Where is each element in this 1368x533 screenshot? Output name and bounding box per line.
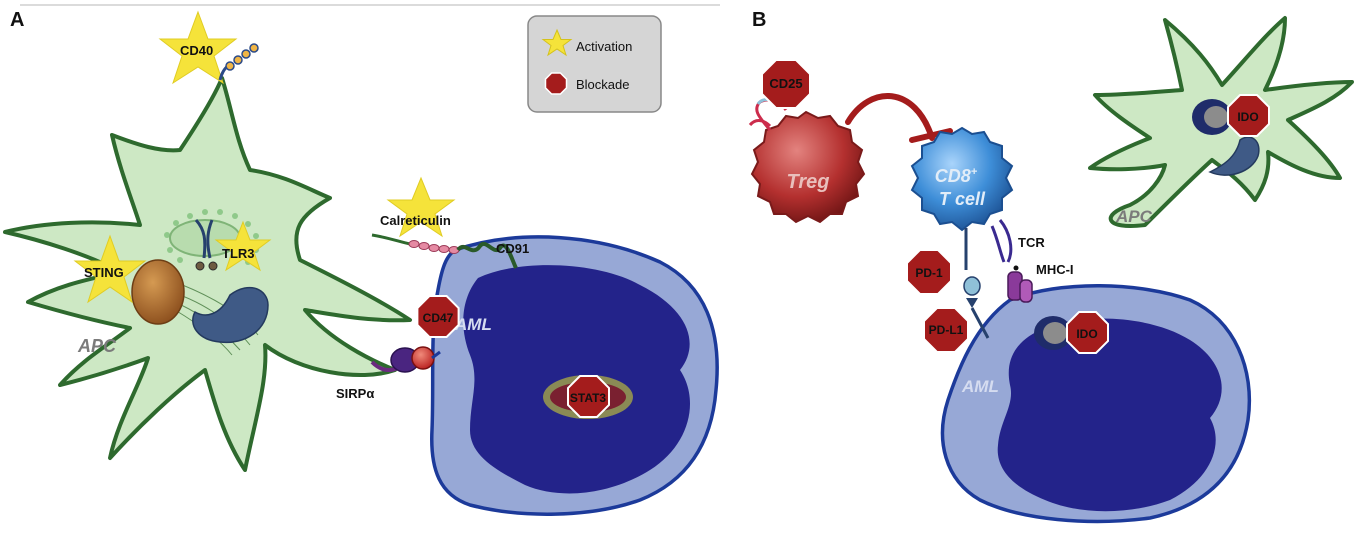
sting-label: STING: [84, 265, 124, 280]
aml-label-a: AML: [454, 315, 492, 334]
aml-nucleus-b: [997, 318, 1222, 512]
stat3-stop-icon: [567, 375, 610, 418]
cd8-label-line2: T cell: [939, 189, 986, 209]
aml-b-vesicle-core: [1043, 322, 1067, 344]
apc-cell-body-a: [3, 76, 412, 472]
legend-blockade-label: Blockade: [576, 77, 629, 92]
mhc-label: MHC-I: [1036, 262, 1074, 277]
suppression-arrow: [845, 93, 935, 141]
cd47-stalk: [431, 350, 441, 360]
calreticulin-label: Calreticulin: [380, 213, 451, 228]
panel-label-b: B: [752, 9, 766, 31]
tlr3-label: TLR3: [222, 246, 255, 261]
treg-cell: [750, 110, 866, 224]
tcr-receptor: [998, 219, 1013, 263]
cd8-tcell: [910, 126, 1014, 232]
ido-aml-label: IDO: [1076, 327, 1097, 341]
legend-box: [527, 15, 662, 113]
cd25-label: CD25: [769, 76, 802, 91]
cd40-label: CD40: [180, 43, 213, 58]
ido-aml-stop-icon: [1066, 311, 1109, 354]
apc-label-b: APC: [1115, 207, 1153, 226]
cd25-stop-icon: [761, 59, 811, 109]
cd91-receptor: [456, 242, 518, 269]
legend: Activation Blockade: [527, 15, 662, 113]
calreticulin-star-icon: [386, 176, 456, 238]
pdl1-label: PD-L1: [929, 323, 964, 337]
pdl1-stop-icon: [923, 307, 969, 353]
stat3-label: STAT3: [570, 391, 607, 405]
antigen-dot: [1013, 265, 1019, 271]
aml-label-b: AML: [961, 377, 999, 396]
tcr-label: TCR: [1018, 235, 1045, 250]
activation-star-icon: [541, 28, 573, 57]
pd1-receptor: [963, 276, 981, 296]
calreticulin-chain: [408, 240, 460, 254]
blockade-stop-icon: [544, 72, 568, 95]
cd47-label: CD47: [423, 311, 454, 325]
cd8-text: CD8: [935, 166, 971, 186]
pdl1-stalk: [970, 307, 990, 339]
apc-nucleus-b: [1208, 136, 1260, 176]
mitochondrion: [131, 259, 185, 325]
cd47-stop-icon: [416, 295, 460, 338]
pd1-label: PD-1: [915, 266, 943, 280]
legend-activation-label: Activation: [576, 39, 632, 54]
tlr3-star-icon: [214, 220, 272, 272]
cd8-label-line1: CD8+: [935, 166, 978, 186]
ido-apc-stop-icon: [1227, 94, 1270, 137]
panel-label-a: A: [10, 9, 24, 31]
treg-label: Treg: [787, 171, 830, 193]
pd1-stop-icon: [906, 249, 952, 295]
apc-label-a: APC: [77, 336, 117, 356]
ido-apc-label: IDO: [1237, 110, 1258, 124]
sting-star-icon: [73, 234, 147, 304]
calreticulin-tether: [371, 233, 411, 246]
apc-nucleus-a: [192, 286, 269, 344]
pdl1-head: [966, 298, 978, 308]
cd47-ligand: [411, 346, 435, 370]
cd40-group: CD40: [158, 10, 259, 85]
cd8-sup: +: [971, 166, 978, 178]
cd40-star-icon: [158, 10, 238, 85]
apc-b-vesicle-core: [1204, 106, 1228, 128]
cd91-label: CD91: [496, 241, 529, 256]
sirpa-label: SIRPα: [336, 386, 374, 401]
tlr3-receptor: [194, 218, 218, 271]
